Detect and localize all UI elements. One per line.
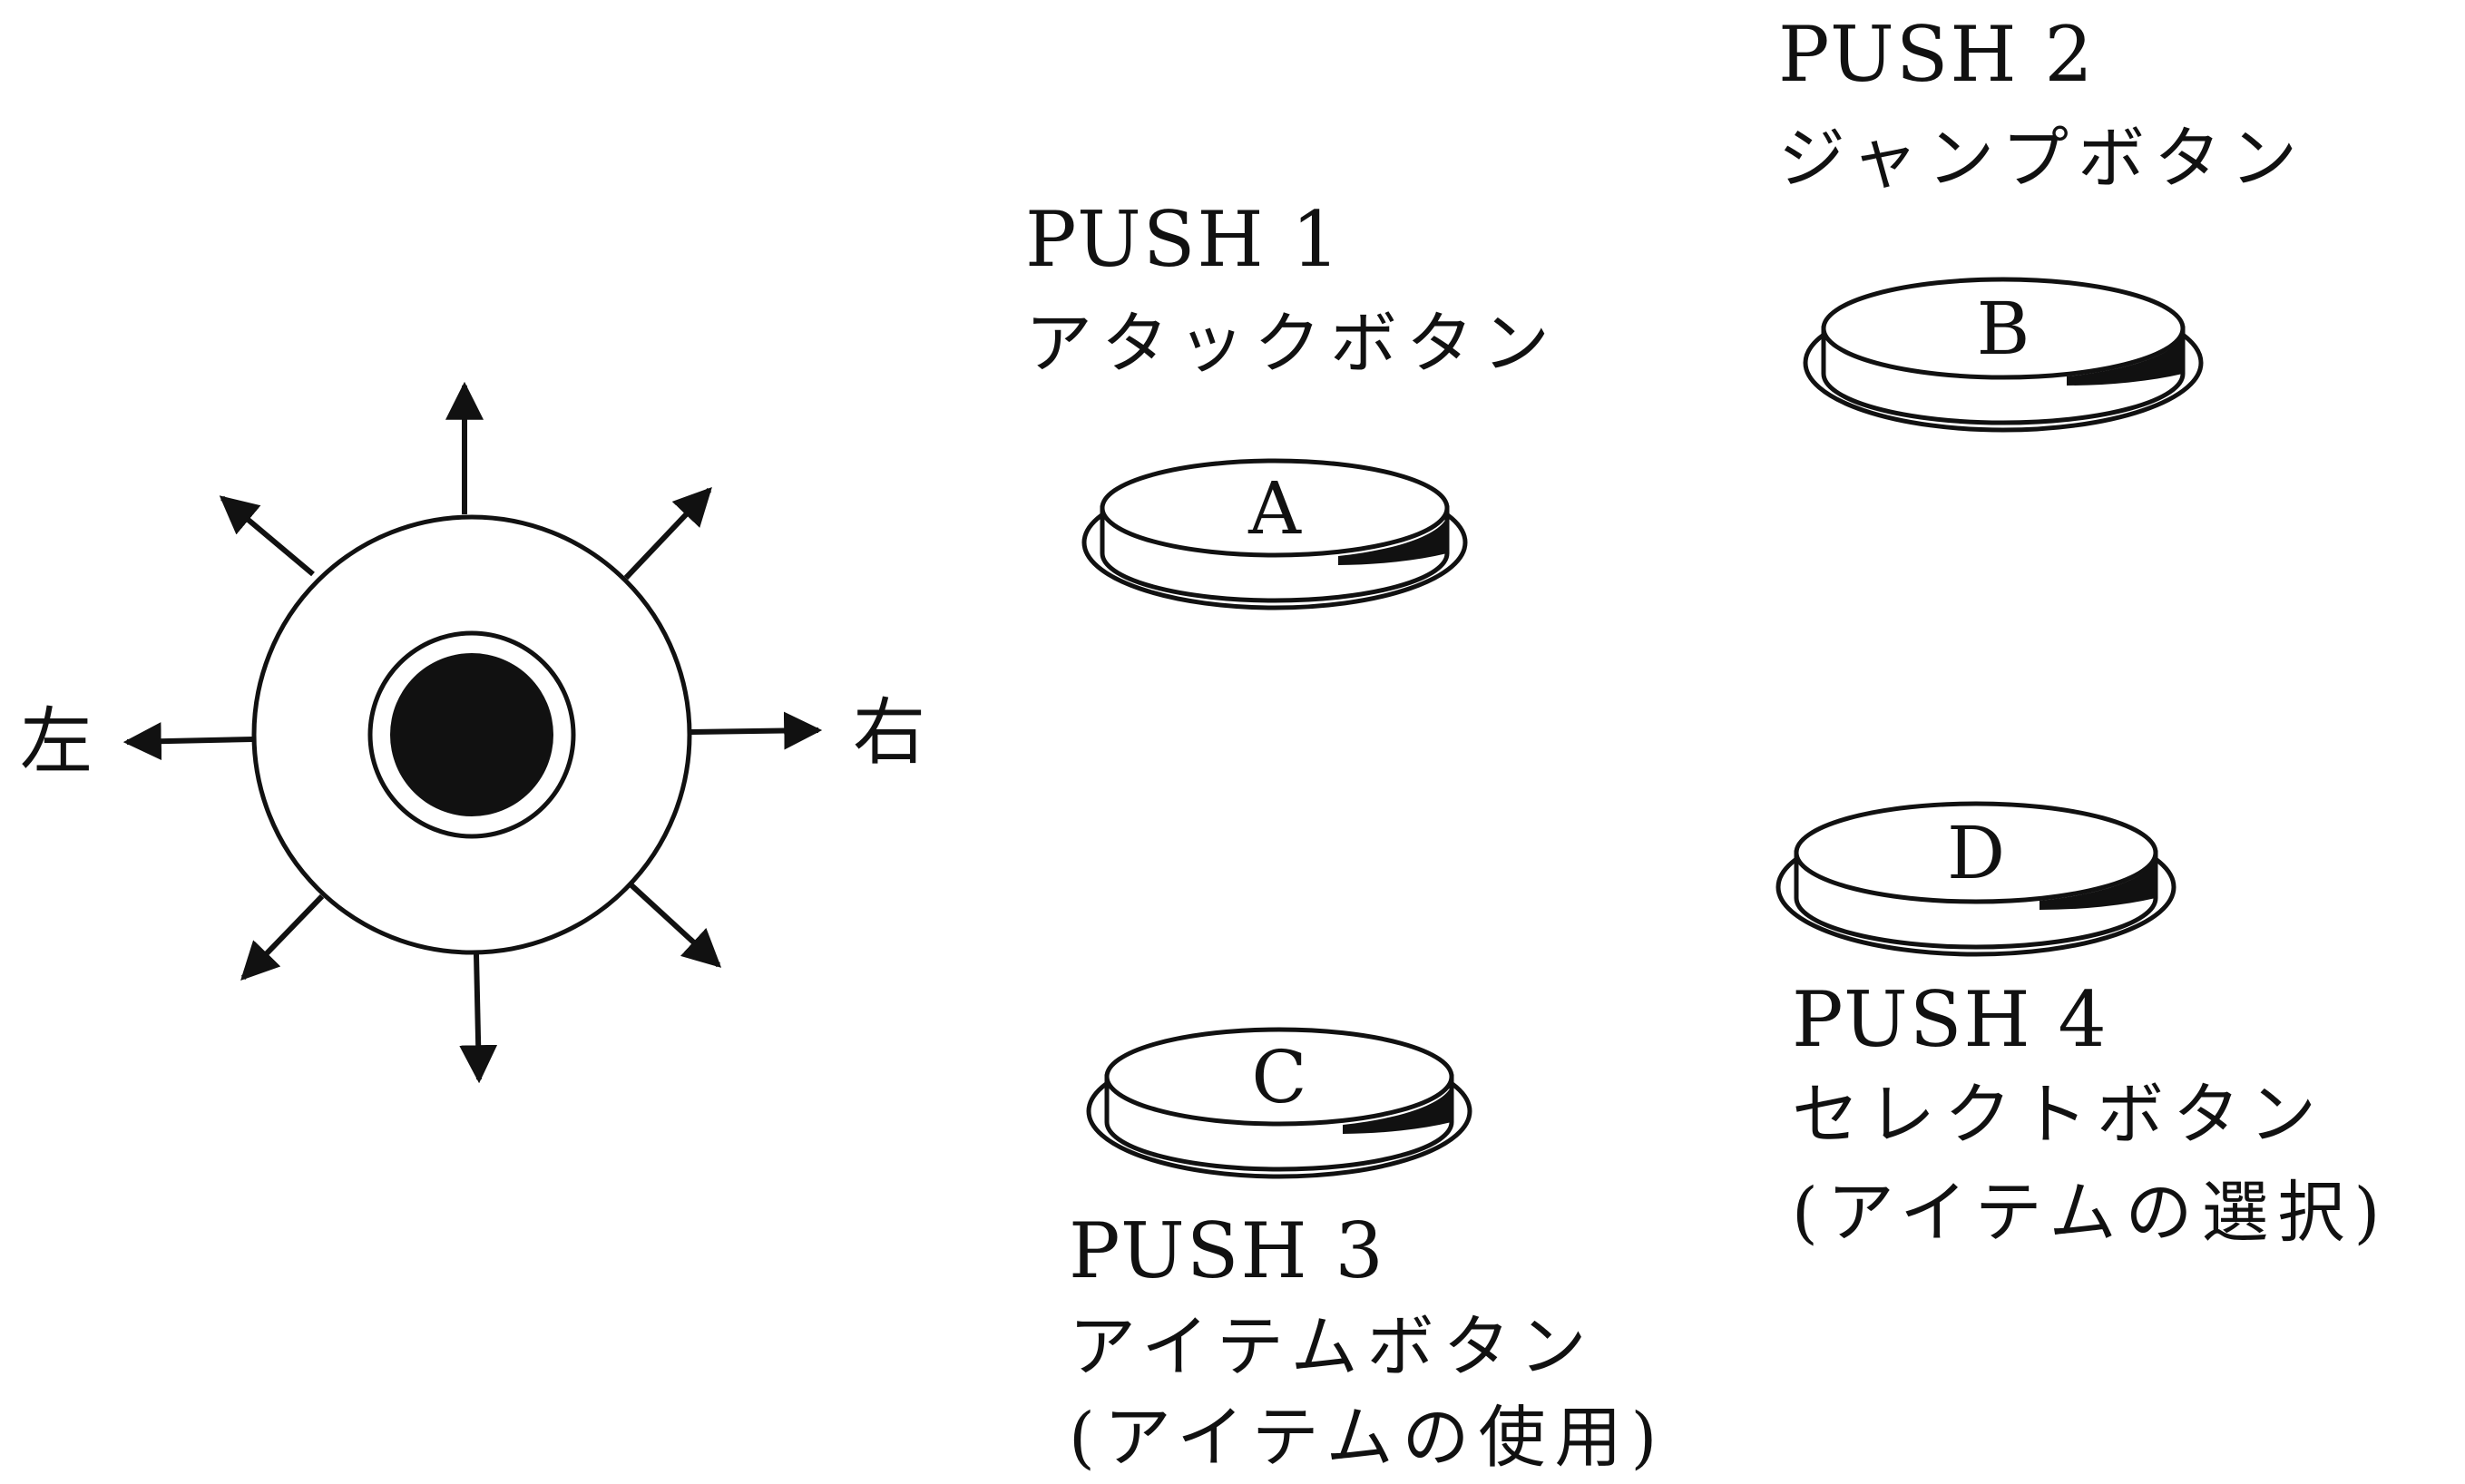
button-b-letter: B [1977,287,2030,371]
button-d: D [1775,801,2176,957]
button-c-push-label: PUSH 3 [1069,1206,1385,1295]
arrow-down-right [628,882,722,968]
button-b: B [1803,277,2204,433]
button-d-shadow [2039,853,2157,910]
button-d-cap [1794,801,2158,904]
right-direction-label: 右 [853,690,925,775]
arrow-left [122,722,253,761]
arrow-up-left [219,495,315,577]
button-c-note-label: (アイテムの使用) [1069,1399,1667,1477]
button-d-push-label: PUSH 4 [1792,975,2108,1064]
button-d-name-label: セレクトボタン [1792,1076,2325,1154]
joystick [122,381,823,1084]
button-a-cap [1100,458,1450,558]
button-a: A [1081,458,1468,610]
button-b-name-label: ジャンプボタン [1778,120,2307,198]
button-c-cap [1104,1027,1454,1127]
button-d-note-label: (アイテムの選択) [1792,1174,2390,1252]
button-c-letter: C [1251,1035,1306,1119]
button-a-letter: A [1247,466,1302,551]
button-d-letter: D [1947,811,2005,895]
button-c-name-label: アイテムボタン [1069,1308,1596,1386]
button-b-shadow [2067,328,2184,386]
button-c: C [1086,1027,1472,1179]
arrow-up-right [623,486,712,581]
joystick-knob [390,653,553,816]
left-direction-label: 左 [20,699,93,784]
button-c-shadow [1343,1077,1453,1134]
button-b-cap [1821,277,2186,380]
button-b-push-label: PUSH 2 [1778,10,2095,99]
button-a-shadow [1338,508,1448,565]
arrow-down-left [240,893,325,981]
arrow-right [690,711,823,750]
button-a-name-label: アタックボタン [1025,305,1559,383]
arrow-down [459,953,498,1084]
button-a-push-label: PUSH 1 [1025,195,1342,284]
